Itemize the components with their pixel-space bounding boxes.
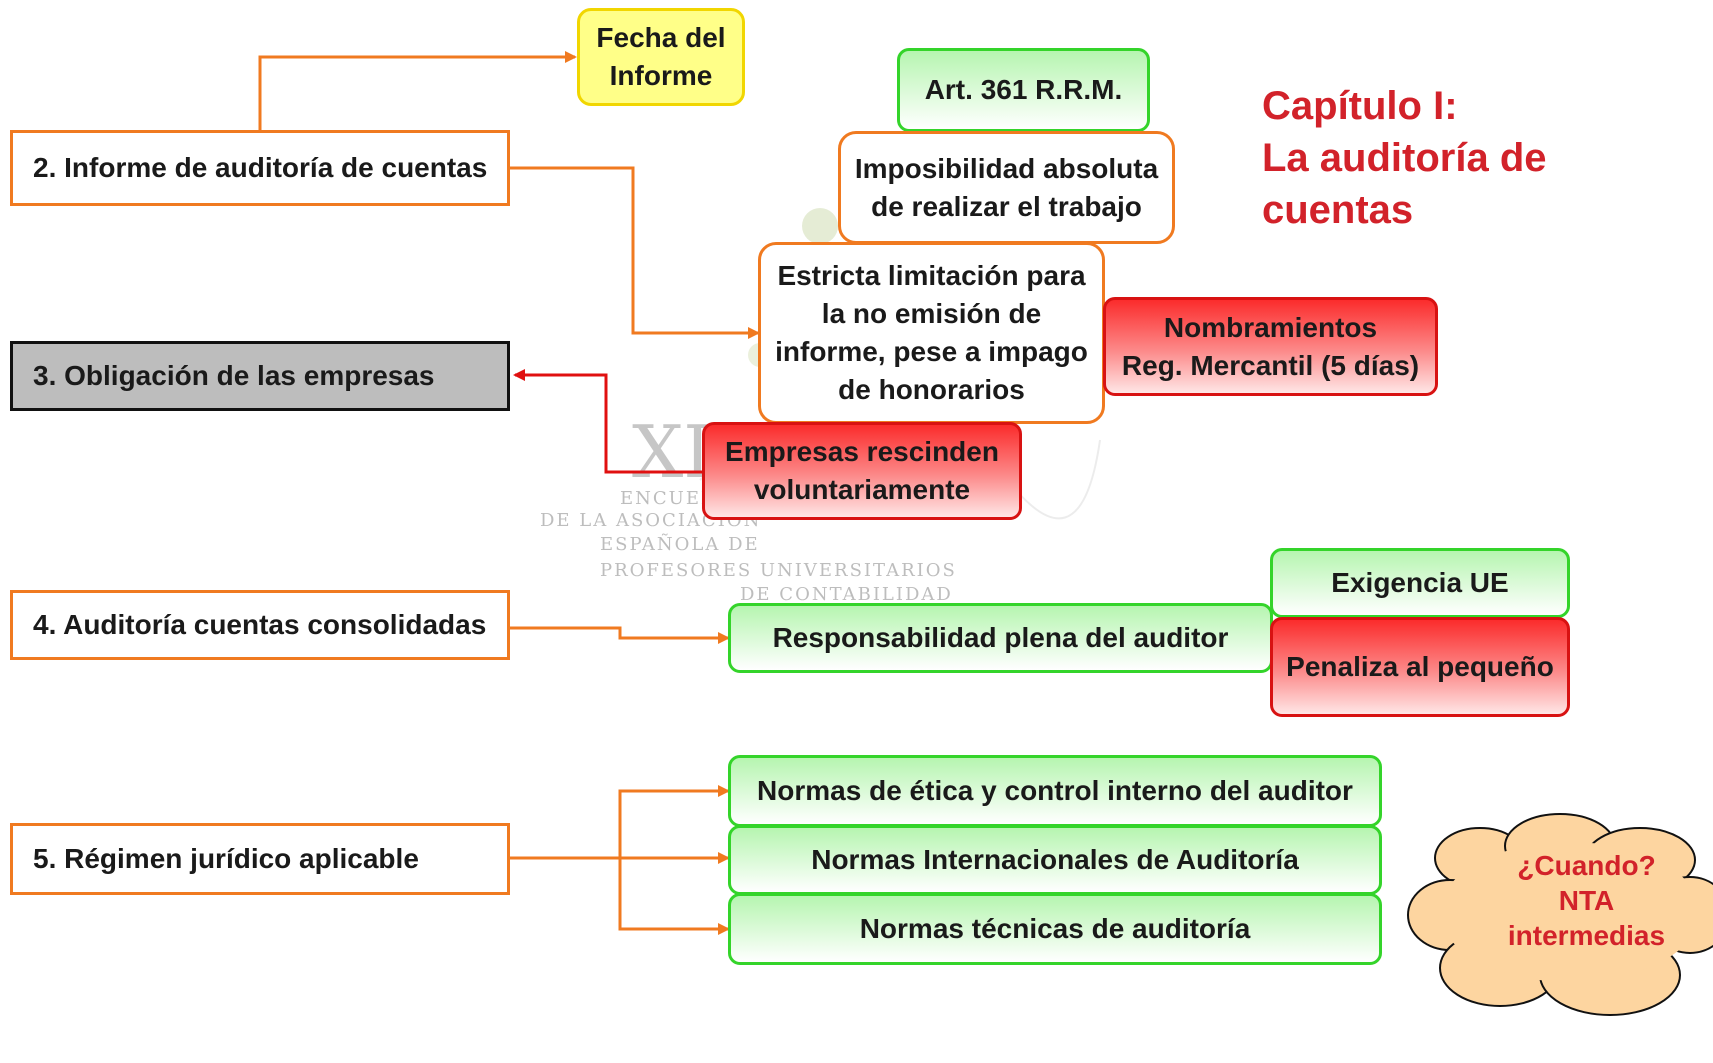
cloud-callout-text: ¿Cuando? NTA intermedias [1507,850,1666,951]
box-obligacion-empresas: 3. Obligación de las empresas [10,341,510,411]
node-art-361-label: Art. 361 R.R.M. [924,74,1123,106]
node-normas-tecnicas: Normas técnicas de auditoría [728,893,1382,965]
watermark-line: PROFESORES UNIVERSITARIOS [600,560,957,581]
connector-rescinden-obligacion [513,369,702,474]
node-responsabilidad-plena-label: Responsabilidad plena del auditor [772,622,1229,654]
node-nombramientos: Nombramientos Reg. Mercantil (5 días) [1103,297,1438,396]
node-imposibilidad-label: Imposibilidad absoluta de realizar el tr… [854,152,1159,222]
box-obligacion-empresas-label: 3. Obligación de las empresas [33,360,435,392]
box-informe-auditoria: 2. Informe de auditoría de cuentas [10,130,510,206]
node-empresas-rescinden-label: Empresas rescinden voluntariamente [725,436,999,505]
node-normas-tecnicas-label: Normas técnicas de auditoría [859,913,1251,945]
box-regimen-juridico-label: 5. Régimen jurídico aplicable [33,843,419,875]
node-estricta-limitacion: Estricta limitación para la no emisión d… [758,242,1105,424]
node-normas-etica-label: Normas de ética y control interno del au… [757,775,1353,807]
chapter-title: Capítulo I: La auditoría de cuentas [1262,84,1547,232]
node-responsabilidad-plena: Responsabilidad plena del auditor [728,603,1273,673]
node-fecha-informe: Fecha del Informe [577,8,745,106]
connector-regimen-tecnicas [618,858,730,935]
connector-regimen-etica [510,785,730,860]
node-empresas-rescinden: Empresas rescinden voluntariamente [702,422,1022,520]
node-penaliza-pequeno: Penaliza al pequeño [1270,617,1570,717]
watermark-numeral: XI [632,410,712,494]
box-regimen-juridico: 5. Régimen jurídico aplicable [10,823,510,895]
connector-consolidadas-responsabilidad [510,626,730,644]
box-cuentas-consolidadas-label: 4. Auditoría cuentas consolidadas [33,609,487,641]
watermark-line: DE CONTABILIDAD [740,584,953,605]
node-art-361: Art. 361 R.R.M. [897,48,1150,132]
box-cuentas-consolidadas: 4. Auditoría cuentas consolidadas [10,590,510,660]
connector-informe-estricta [510,166,760,339]
node-fecha-informe-label: Fecha del Informe [596,22,726,91]
node-estricta-limitacion-label: Estricta limitación para la no emisión d… [775,260,1088,405]
node-nombramientos-label: Nombramientos Reg. Mercantil (5 días) [1121,311,1420,381]
box-informe-auditoria-label: 2. Informe de auditoría de cuentas [33,152,488,184]
node-normas-internacionales-label: Normas Internacionales de Auditoría [811,844,1299,876]
node-penaliza-pequeno-label: Penaliza al pequeño [1286,651,1554,683]
watermark-line: ESPAÑOLA DE [600,534,760,555]
node-exigencia-ue-label: Exigencia UE [1331,567,1509,599]
node-normas-etica: Normas de ética y control interno del au… [728,755,1382,827]
connector-informe-fecha [258,51,577,130]
node-exigencia-ue: Exigencia UE [1270,548,1570,618]
